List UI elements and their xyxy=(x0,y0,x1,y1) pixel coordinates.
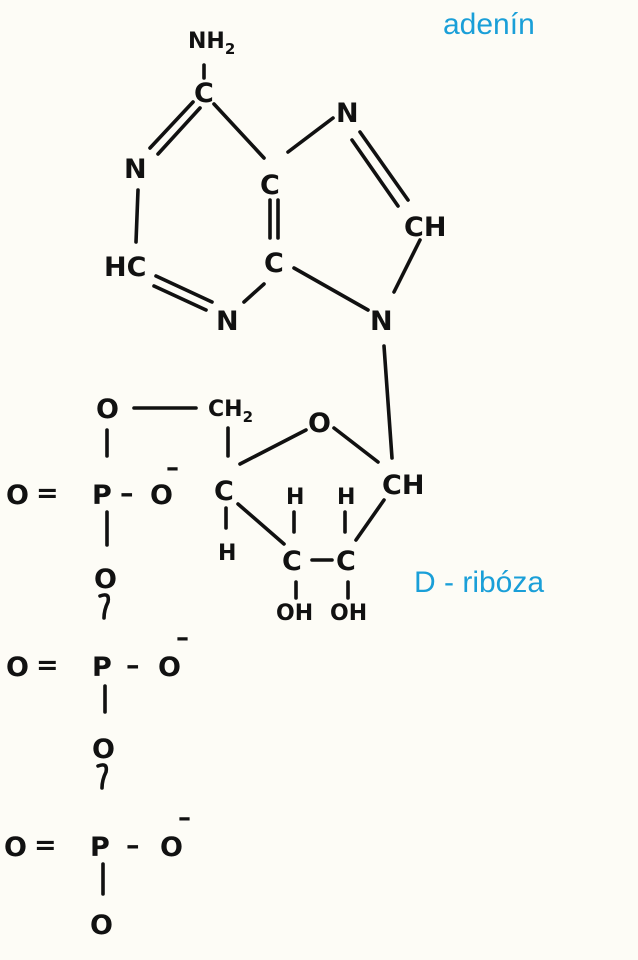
atom-n7: N xyxy=(336,98,359,129)
atom-p3-o-minus: O xyxy=(160,832,183,863)
adenine-bonds xyxy=(134,63,422,312)
adenine-atoms: NH2 C N C N CH HC C N N xyxy=(104,29,446,337)
bond-oring-c1 xyxy=(332,426,380,464)
atom-p3-double-bond: = xyxy=(34,830,57,861)
atom-c8: CH xyxy=(404,212,446,243)
atom-c4: C xyxy=(264,248,284,279)
atom-p2-double-o: O xyxy=(6,652,29,683)
bond-c5-n7 xyxy=(286,116,335,154)
atom-c3: C xyxy=(282,546,302,577)
atom-p2-double-bond: = xyxy=(36,650,59,681)
bond-n7-c8-b xyxy=(350,138,400,208)
bond-n9-c1 xyxy=(382,344,394,460)
bond-c8-n9 xyxy=(392,238,422,294)
phosphate-group-3: O = P – O – O xyxy=(4,803,191,941)
atom-n3: N xyxy=(216,306,239,337)
bond-c2-c1 xyxy=(354,498,386,542)
atom-p1-double-bond: = xyxy=(36,478,59,509)
atom-h4: H xyxy=(218,541,236,566)
ribose-bonds xyxy=(132,344,394,600)
atom-p1-double-o: O xyxy=(6,480,29,511)
atom-p2-o-minus: O xyxy=(158,652,181,683)
atom-p1: P xyxy=(92,480,112,511)
atom-n9: N xyxy=(370,306,393,337)
atom-c5: C xyxy=(260,170,280,201)
atom-p1-bridge-o: O xyxy=(94,564,117,595)
ribose-atoms: O CH2 O CH C H H H C C OH OH xyxy=(96,394,424,626)
bond-c6-c5 xyxy=(212,102,266,160)
phosphate-group-2: O = P – O – O xyxy=(6,623,189,765)
atom-p2: P xyxy=(92,652,112,683)
atom-p3-dash: – xyxy=(126,830,140,861)
bond-bridge1-p2 xyxy=(98,593,111,620)
bond-n3-c4 xyxy=(242,282,266,304)
atom-oh3: OH xyxy=(276,601,313,626)
atom-p3-charge: – xyxy=(178,803,191,833)
bond-c2-n3-b xyxy=(152,284,208,312)
atom-o5: O xyxy=(96,394,119,425)
atom-p3-bottom-o: O xyxy=(90,910,113,941)
atom-ch2: CH2 xyxy=(208,397,253,426)
atom-c6: C xyxy=(194,78,214,109)
atom-p2-bridge-o: O xyxy=(92,734,115,765)
bond-c6-n1-a xyxy=(148,100,195,150)
phosphate-group-1: O = P – O – O xyxy=(6,453,179,595)
atom-p3-double-o: O xyxy=(4,832,27,863)
atom-p2-charge: – xyxy=(176,623,189,653)
bond-n1-c2 xyxy=(134,188,140,244)
bond-c6-n1-b xyxy=(156,106,202,156)
atom-c2-ribose: C xyxy=(336,546,356,577)
bond-c4-c3 xyxy=(236,502,286,546)
atom-nh2: NH2 xyxy=(188,29,235,58)
atom-oh2: OH xyxy=(330,601,367,626)
bond-bridge2-p3 xyxy=(96,763,109,790)
atom-c2: HC xyxy=(104,252,146,283)
atom-p3: P xyxy=(90,832,110,863)
atom-p2-dash: – xyxy=(126,650,140,681)
label-ribose: D - ribóza xyxy=(414,566,544,599)
atom-h3: H xyxy=(286,485,304,510)
atom-c4-ribose: C xyxy=(214,476,234,507)
bond-c2-n3-a xyxy=(154,274,214,304)
phosphate-bonds xyxy=(96,428,111,896)
atom-p1-dash: – xyxy=(120,478,134,509)
atom-h2: H xyxy=(337,485,355,510)
atom-n1: N xyxy=(124,154,147,185)
bond-c4-oring xyxy=(238,428,308,466)
atom-o-ring: O xyxy=(308,408,331,439)
bond-c4-n9 xyxy=(292,266,370,312)
bond-n7-c8-a xyxy=(358,130,410,202)
atom-c1: CH xyxy=(382,470,424,501)
atom-p1-charge: – xyxy=(166,453,179,483)
atom-p1-o-minus: O xyxy=(150,480,173,511)
label-adenine: adenín xyxy=(443,8,535,41)
